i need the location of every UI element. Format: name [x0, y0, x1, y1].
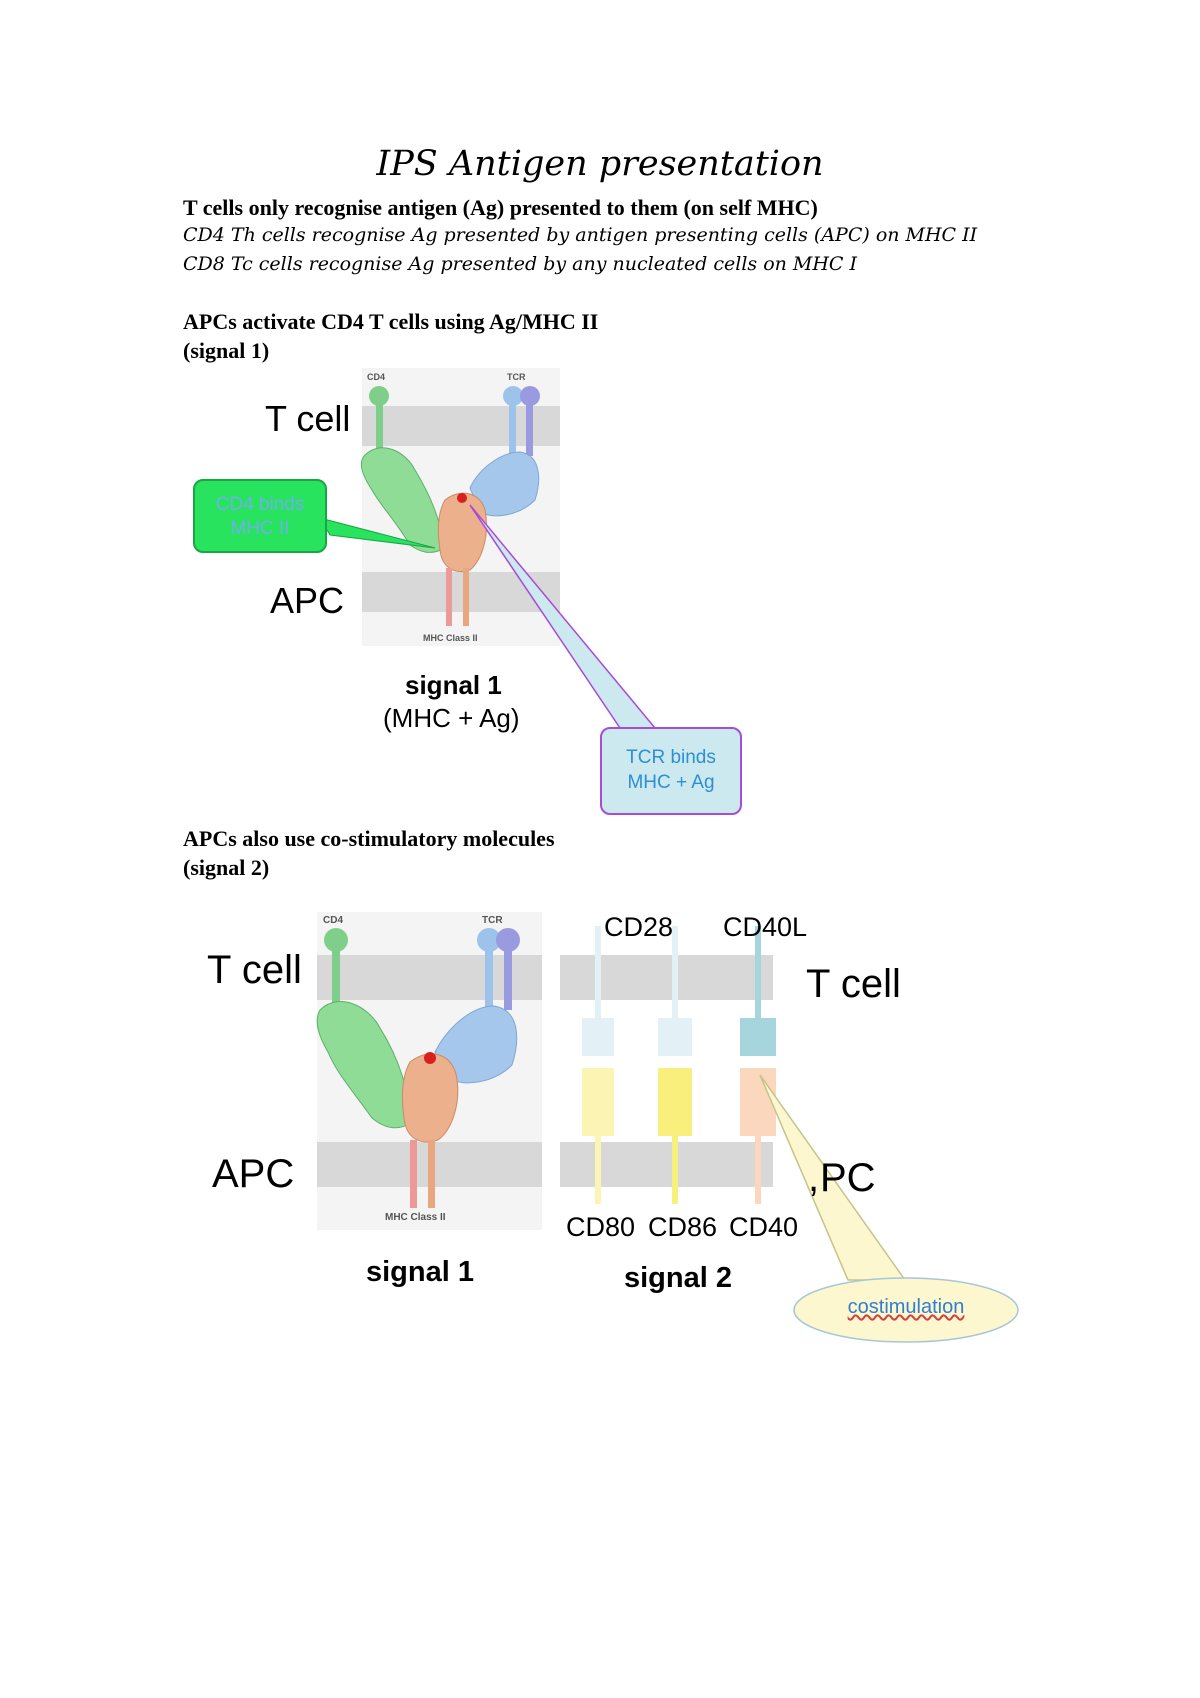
apc-left-label: APC: [212, 1152, 295, 1196]
cd28-label: CD28: [604, 912, 674, 942]
tcr-small-label: TCR: [507, 372, 526, 382]
cd4-callout: CD4 binds MHC II: [193, 479, 327, 553]
cd28-cd86-pair: [658, 926, 692, 1204]
apc-label: APC: [270, 580, 345, 621]
cd4-callout-line2: MHC II: [230, 518, 290, 539]
tcr-molecule: [469, 386, 540, 517]
text-cd8-line: CD8 Tc cells recognise Ag presented by a…: [183, 253, 858, 275]
tcell-left-label: T cell: [207, 948, 302, 992]
section1-subheading: (signal 1): [183, 338, 270, 363]
cd4-callout-line1: CD4 binds: [215, 494, 305, 515]
signal1-label-2: signal 1: [366, 1256, 474, 1288]
tcell-right-label: T cell: [806, 962, 901, 1006]
cd4-small-label: CD4: [367, 372, 386, 382]
mhc-molecule-2: [401, 1052, 459, 1208]
costim-label: costimulation: [847, 1296, 965, 1318]
tcr-molecule-2: [434, 928, 520, 1084]
signal1-label: signal 1: [405, 670, 502, 700]
apc-right-label: PC: [820, 1156, 876, 1200]
page-title: IPS Antigen presentation: [376, 144, 824, 184]
signal1-sublabel: (MHC + Ag): [383, 703, 520, 733]
cd86-label: CD86: [648, 1212, 718, 1242]
mhc-small-label-2: MHC Class II: [385, 1212, 446, 1223]
heading-t-cells: T cells only recognise antigen (Ag) pres…: [183, 195, 818, 220]
cd40-label: CD40: [729, 1212, 799, 1242]
tcr-callout-line2: MHC + Ag: [627, 772, 715, 793]
apc-right-fragment: ,: [808, 1156, 820, 1200]
tcr-callout-line1: TCR binds: [626, 747, 716, 768]
costim-callout: [793, 1277, 1019, 1343]
section2-heading: APCs also use co-stimulatory molecules: [183, 826, 555, 851]
cd28-cd80-pair: [582, 926, 614, 1204]
cd80-label: CD80: [566, 1212, 636, 1242]
cd4-small-label-2: CD4: [323, 915, 344, 926]
mhc-small-label: MHC Class II: [423, 633, 478, 643]
tcr-callout: TCR binds MHC + Ag: [600, 727, 742, 815]
cd4-molecule-2: [316, 928, 413, 1129]
cd40l-label: CD40L: [723, 912, 808, 942]
text-cd4-line: CD4 Th cells recognise Ag presented by a…: [183, 224, 978, 246]
cd4-molecule: [361, 386, 446, 553]
signal2-label: signal 2: [624, 1262, 732, 1294]
tcell-label: T cell: [265, 398, 351, 439]
section2-subheading: (signal 2): [183, 855, 270, 880]
tcr-small-label-2: TCR: [482, 915, 503, 926]
figure-signal1: T cell APC CD4 TCR MHC Class II: [193, 368, 742, 815]
cd40l-cd40-pair: [740, 926, 776, 1204]
section1-heading: APCs activate CD4 T cells using Ag/MHC I…: [183, 309, 599, 334]
